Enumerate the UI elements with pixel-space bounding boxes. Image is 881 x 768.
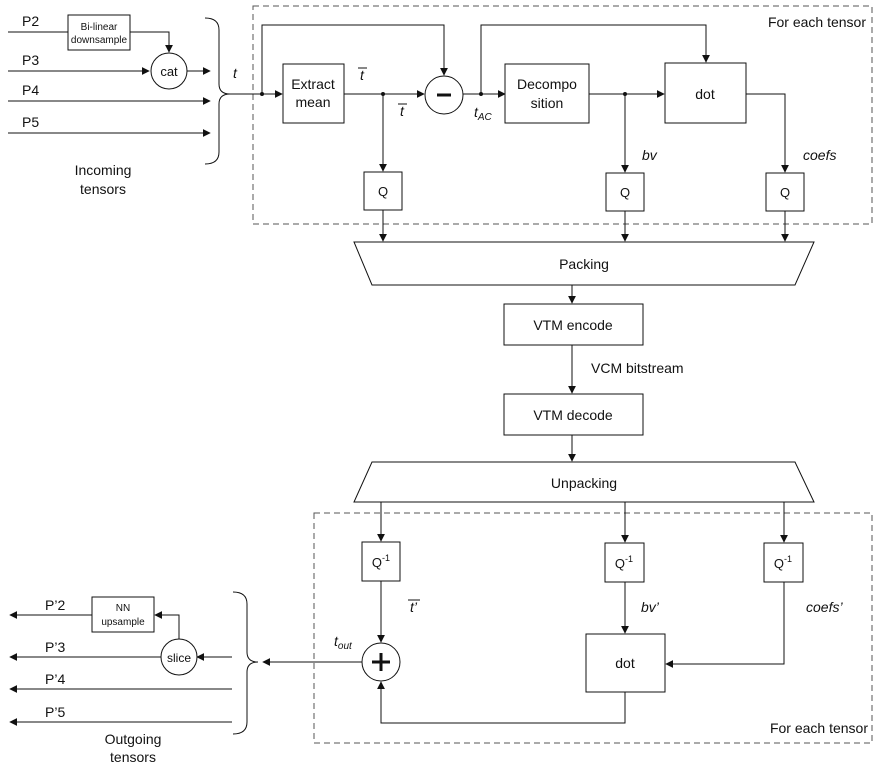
unpacking-label: Unpacking bbox=[551, 475, 617, 491]
qinv-box-mean bbox=[361, 541, 401, 582]
qinv-superscript-bv: -1 bbox=[625, 554, 633, 564]
coefs-prime-label: coefs’ bbox=[806, 599, 843, 615]
t-bypass-line bbox=[261, 24, 448, 94]
q-box-coefs bbox=[765, 172, 805, 212]
decomposition-label-1: Decompo bbox=[517, 76, 577, 92]
encoder-for-each-region bbox=[252, 5, 873, 225]
q-box-mean bbox=[363, 171, 403, 211]
p2-prime-label: P’2 bbox=[45, 597, 65, 613]
bilinear-downsample-box bbox=[67, 14, 131, 51]
outgoing-brace bbox=[232, 591, 259, 735]
p2-label: P2 bbox=[22, 13, 39, 29]
tout-subscript: out bbox=[338, 641, 353, 652]
bv-prime-label: bv’ bbox=[641, 599, 660, 615]
incoming-label-2: tensors bbox=[80, 181, 126, 197]
dot-to-coefs-q-line bbox=[746, 93, 789, 173]
nn-label-1: NN bbox=[116, 603, 130, 614]
dot-to-add-line bbox=[377, 681, 626, 724]
p3-label: P3 bbox=[22, 52, 39, 68]
extract-mean-label-2: mean bbox=[295, 94, 330, 110]
qinv-box-coefs bbox=[763, 542, 804, 583]
incoming-brace bbox=[204, 17, 231, 165]
qinv-label-bv: Q-1 bbox=[615, 554, 633, 571]
encoder-for-each-label: For each tensor bbox=[768, 14, 866, 30]
incoming-label-1: Incoming bbox=[75, 162, 132, 178]
p5-label: P5 bbox=[22, 114, 39, 130]
q-label-mean: Q bbox=[378, 184, 388, 199]
downsample-label-1: Bi-linear bbox=[81, 22, 118, 33]
downsample-to-cat-line bbox=[130, 31, 173, 53]
slice-to-nn-line bbox=[154, 611, 180, 639]
qinv-superscript-coefs: -1 bbox=[784, 554, 792, 564]
coefs-label: coefs bbox=[803, 147, 836, 163]
p5-prime-label: P’5 bbox=[45, 704, 65, 720]
outgoing-label-2: tensors bbox=[110, 749, 156, 765]
tbar-prime-label: t’ bbox=[410, 599, 418, 615]
tout-label: tout bbox=[334, 633, 353, 652]
decoder-for-each-region bbox=[313, 512, 873, 744]
cat-label: cat bbox=[160, 64, 178, 79]
encoder-dot-box bbox=[664, 62, 747, 124]
bitstream-label: VCM bitstream bbox=[591, 360, 684, 376]
tbar-label-1: t bbox=[360, 67, 365, 83]
vtm-encode-box bbox=[503, 303, 644, 346]
decoder-dot-box bbox=[585, 633, 666, 693]
decoder-dot-label: dot bbox=[615, 655, 635, 671]
tbar-label-2: t bbox=[400, 103, 405, 119]
packing-block bbox=[353, 241, 815, 286]
vtm-encode-label: VTM encode bbox=[533, 317, 613, 333]
tac-subscript: AC bbox=[477, 112, 493, 123]
slice-label: slice bbox=[167, 651, 191, 665]
vtm-decode-box bbox=[503, 393, 644, 436]
downsample-label-2: downsample bbox=[71, 35, 128, 46]
p4-label: P4 bbox=[22, 82, 39, 98]
q-label-bv: Q bbox=[620, 185, 630, 200]
qinv-label-mean: Q-1 bbox=[372, 553, 390, 570]
encoder-dot-label: dot bbox=[695, 86, 715, 102]
qinv-coefs-to-dot bbox=[665, 582, 785, 668]
outgoing-label-1: Outgoing bbox=[105, 731, 162, 747]
nn-label-2: upsample bbox=[101, 617, 145, 628]
decomposition-label-2: sition bbox=[531, 95, 564, 111]
tac-to-dot-line bbox=[480, 24, 710, 94]
qinv-box-bv bbox=[604, 542, 645, 583]
p4-prime-label: P’4 bbox=[45, 671, 65, 687]
packing-label: Packing bbox=[559, 256, 609, 272]
unpacking-block bbox=[353, 461, 815, 503]
tac-label: tAC bbox=[474, 104, 493, 123]
p3-prime-label: P’3 bbox=[45, 639, 65, 655]
q-label-coefs: Q bbox=[780, 185, 790, 200]
decoder-for-each-label: For each tensor bbox=[770, 720, 868, 736]
bv-label: bv bbox=[642, 147, 658, 163]
qinv-superscript-mean: -1 bbox=[382, 553, 390, 563]
qinv-label-coefs: Q-1 bbox=[774, 554, 792, 571]
vtm-decode-label: VTM decode bbox=[533, 407, 613, 423]
t-label: t bbox=[233, 65, 238, 81]
nn-upsample-box bbox=[91, 596, 155, 633]
extract-mean-box bbox=[282, 63, 345, 124]
extract-mean-label-1: Extract bbox=[291, 76, 335, 92]
decomposition-box bbox=[504, 63, 590, 124]
